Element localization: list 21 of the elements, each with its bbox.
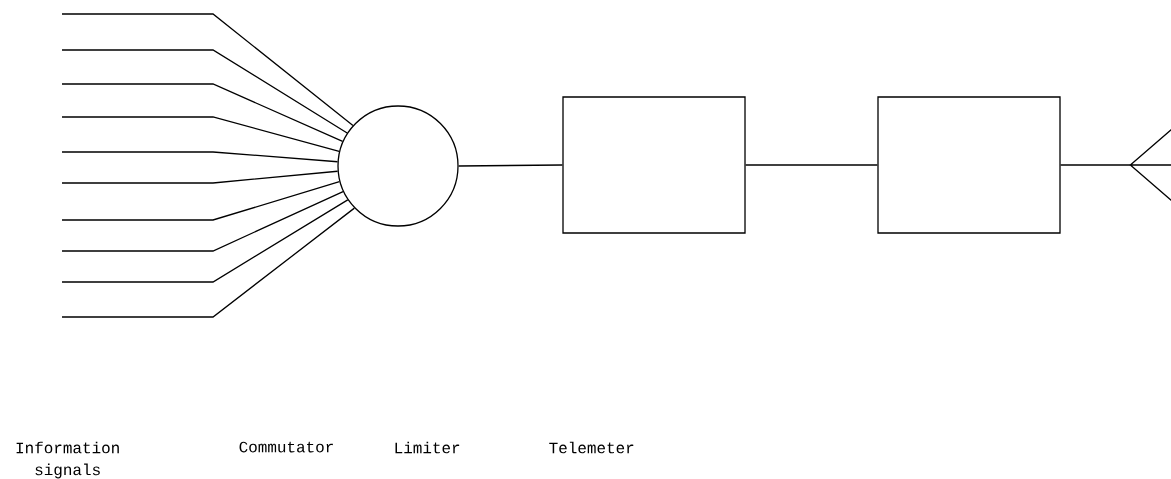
block-box [877,96,1061,234]
antenna-drawing [1129,128,1171,202]
caption: Commutator [239,441,333,453]
connector-line [61,13,354,127]
connector-line [61,207,356,318]
block-box [562,96,746,234]
connector-line [61,83,344,142]
caption: Limiter [395,441,460,454]
connector-line [61,116,340,152]
connector-line [745,164,878,166]
commutator-circle [337,105,459,227]
connector-line [458,164,563,167]
connector-line [61,190,344,252]
caption: Telemeter [549,441,634,454]
caption: Information signals [16,441,119,479]
connector-line [61,170,339,184]
connector-line [61,49,348,134]
connector-line [61,151,339,163]
connector-line [61,181,341,221]
connector-line [1060,164,1131,166]
connector-line [61,199,349,283]
